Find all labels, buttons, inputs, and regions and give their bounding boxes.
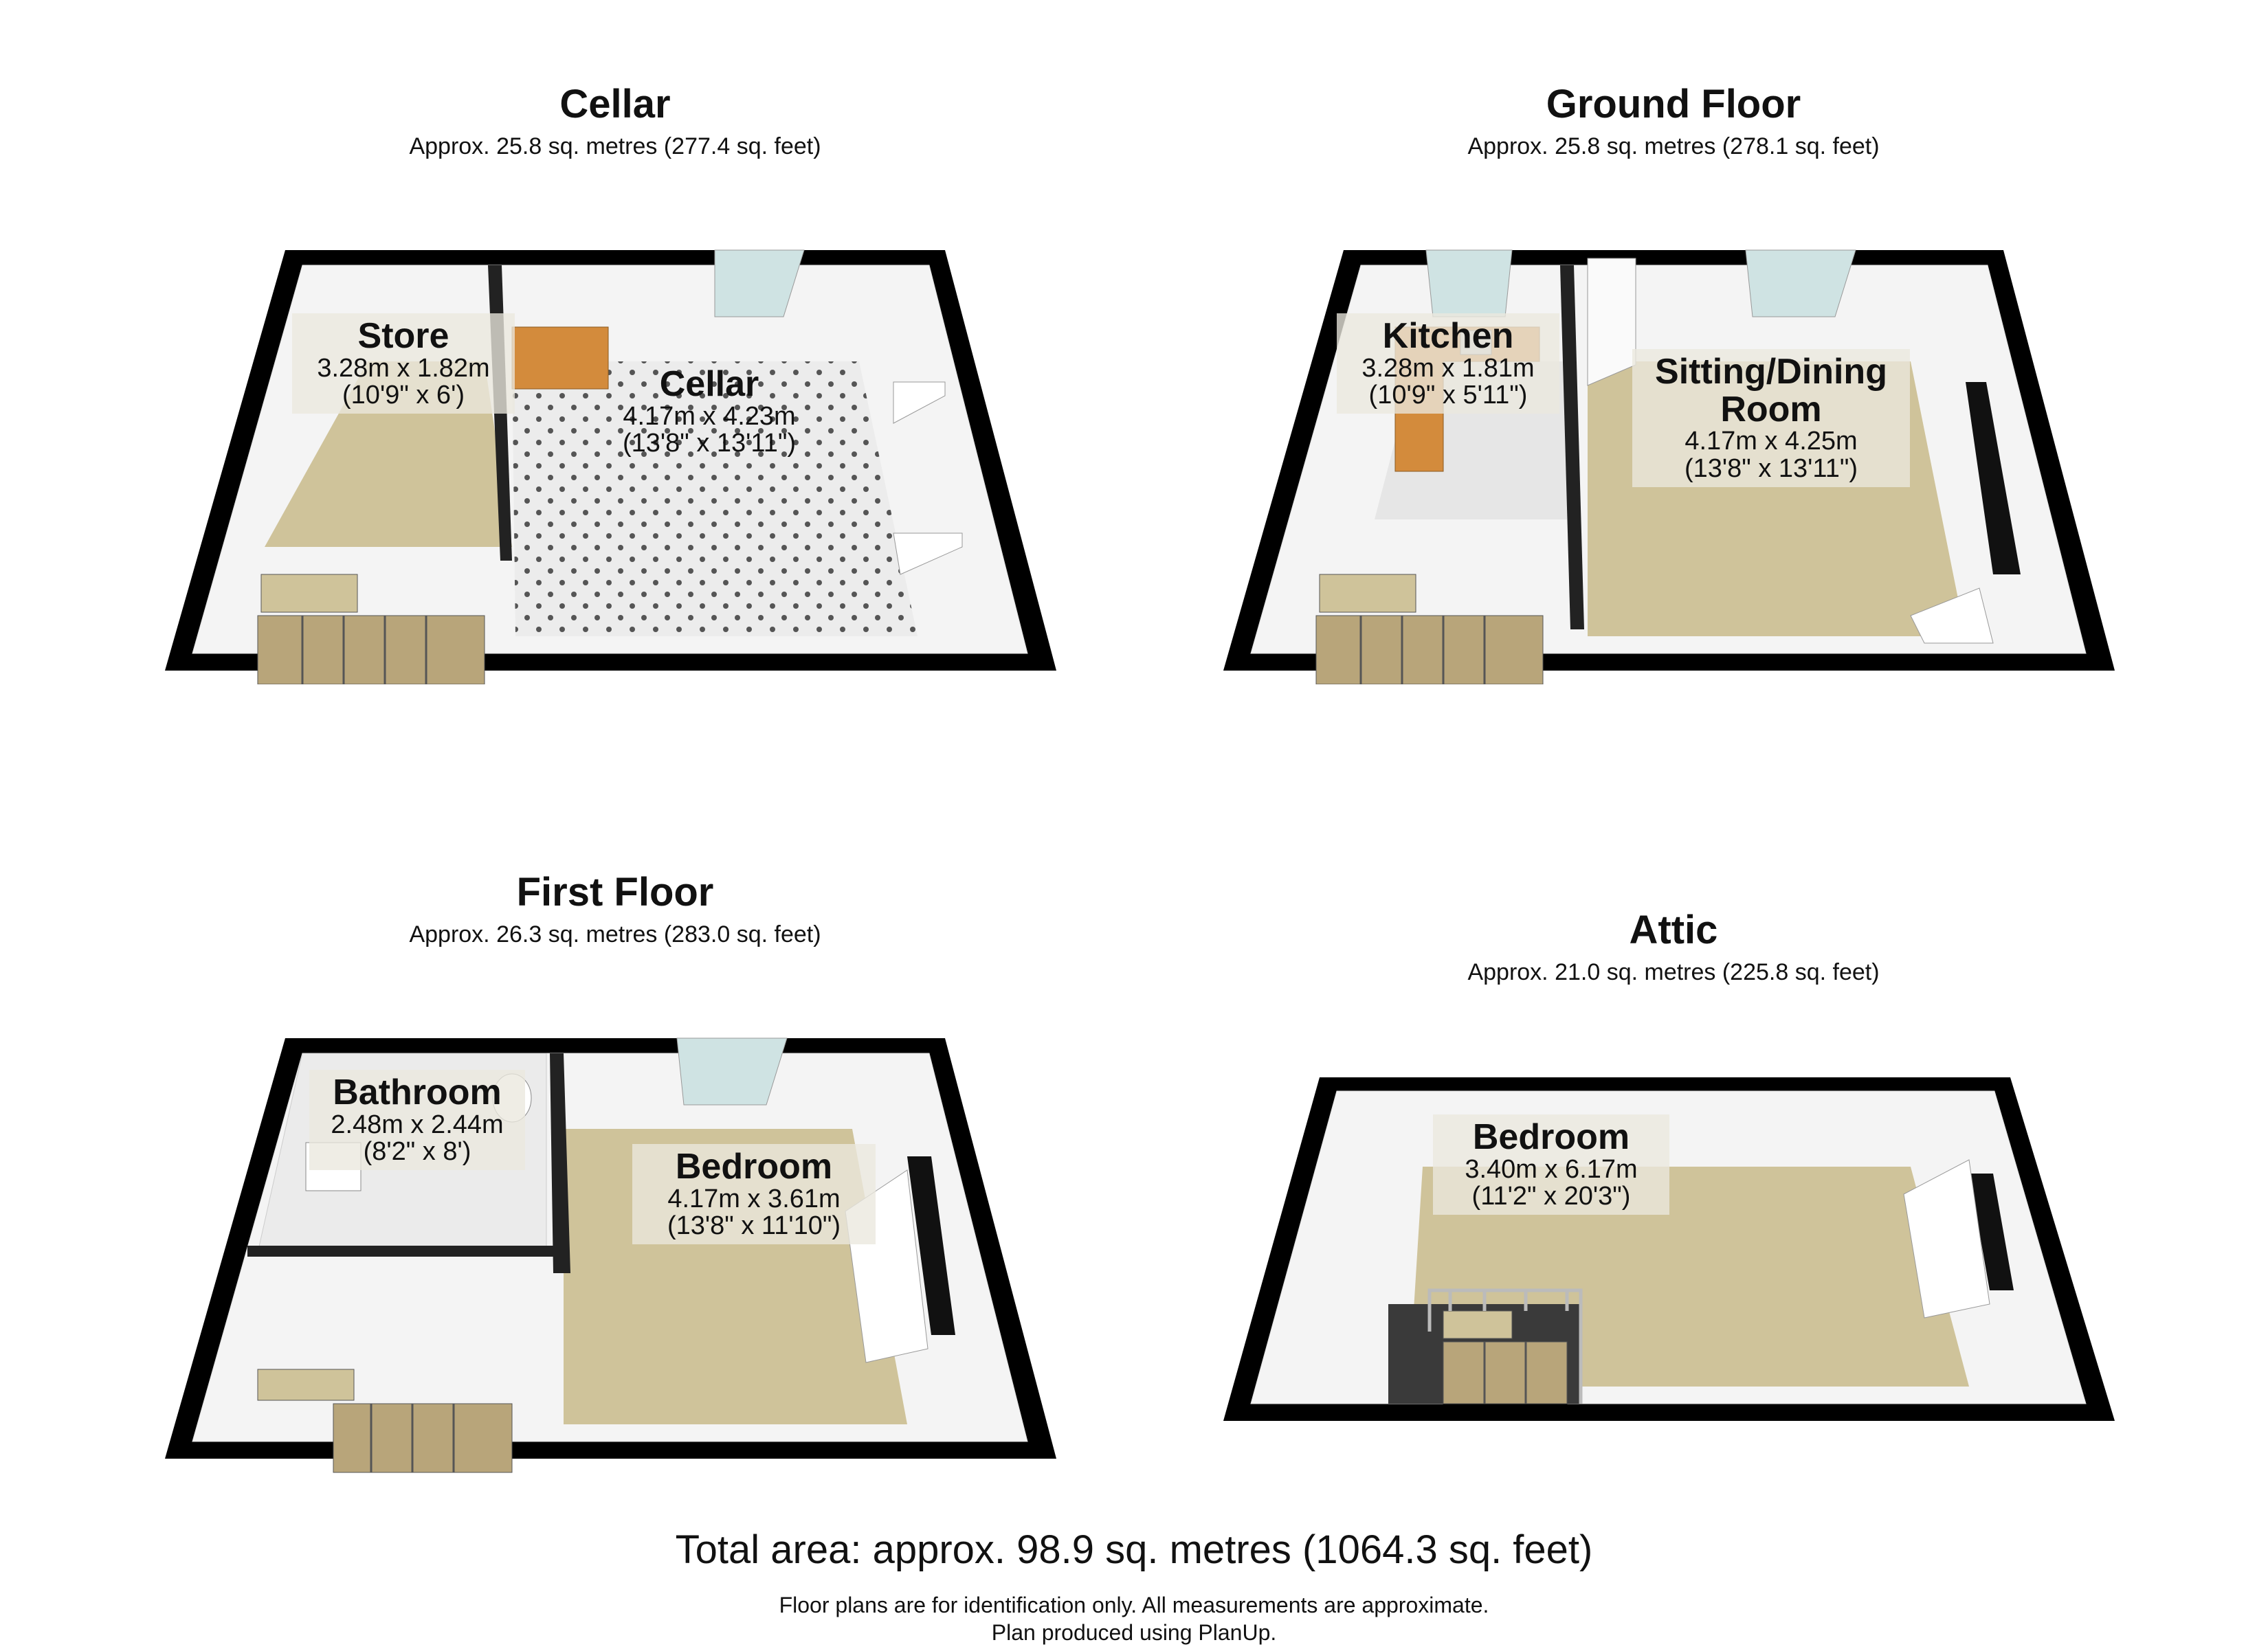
plan-area: Approx. 26.3 sq. metres (283.0 sq. feet)	[409, 921, 821, 947]
credit: Plan produced using PlanUp.	[991, 1620, 1277, 1645]
attic-floor-drawing	[1223, 1077, 2115, 1421]
room-label-store: Store 3.28m x 1.82m (10'9" x 6')	[292, 313, 515, 414]
plan-title: Cellar	[559, 82, 671, 126]
room-size-imperial: (13'8" x 13'11")	[622, 429, 797, 458]
room-name: Bedroom	[675, 1147, 833, 1187]
room-label-kitchen: Kitchen 3.28m x 1.81m (10'9" x 5'11")	[1337, 313, 1559, 414]
stairs	[257, 1369, 513, 1473]
chimney-breast	[1969, 1174, 2014, 1290]
attic-plan: Attic Approx. 21.0 sq. metres (225.8 sq.…	[1223, 907, 2124, 1470]
room-name: Bathroom	[333, 1073, 502, 1112]
plan-area: Approx. 25.8 sq. metres (278.1 sq. feet)	[1467, 133, 1880, 159]
room-name: Sitting/Dining	[1655, 352, 1887, 392]
room-size-imperial: (13'8" x 13'11")	[1684, 454, 1858, 484]
room-name: Store	[357, 316, 449, 356]
first-floor-drawing	[165, 1037, 1056, 1473]
room-size-metric: 3.28m x 1.81m	[1361, 353, 1535, 383]
window	[1425, 249, 1513, 317]
room-label-sitting-dining-room: Sitting/Dining Room 4.17m x 4.25m (13'8"…	[1632, 349, 1910, 487]
cellar-tile-floor	[512, 361, 918, 636]
partition-wall	[550, 1053, 570, 1273]
room-size-metric: 4.17m x 4.25m	[1685, 427, 1858, 456]
stairs	[257, 574, 485, 684]
plan-title: Ground Floor	[1546, 82, 1801, 126]
window	[714, 249, 805, 317]
partition-wall	[1560, 265, 1584, 629]
door	[1587, 258, 1636, 386]
cupboard	[1903, 1159, 1990, 1319]
stairs	[1315, 574, 1544, 684]
plan-title: First Floor	[516, 870, 714, 915]
room-name: Room	[1720, 389, 1822, 429]
room-label-bedroom: Bedroom 3.40m x 6.17m (11'2" x 20'3")	[1433, 1114, 1669, 1215]
window	[1745, 249, 1856, 317]
room-size-metric: 3.40m x 6.17m	[1465, 1154, 1638, 1184]
ground-floor-plan: Ground Floor Approx. 25.8 sq. metres (27…	[1223, 81, 2124, 684]
room-name: Bedroom	[1472, 1117, 1630, 1157]
room-name: Cellar	[659, 364, 759, 404]
room-size-imperial: (10'9" x 5'11")	[1368, 381, 1528, 410]
wall-recess	[893, 381, 946, 424]
room-size-imperial: (8'2" x 8')	[363, 1137, 471, 1167]
room-label-bathroom: Bathroom 2.48m x 2.44m (8'2" x 8')	[309, 1070, 525, 1171]
disclaimer: Floor plans are for identification only.…	[779, 1593, 1489, 1617]
room-label-cellar: Cellar 4.17m x 4.23m (13'8" x 13'11")	[588, 361, 831, 462]
room-size-metric: 3.28m x 1.82m	[317, 353, 490, 383]
total-area: Total area: approx. 98.9 sq. metres (106…	[675, 1527, 1593, 1572]
wall-recess	[893, 532, 963, 575]
cabinet	[511, 326, 609, 390]
first-floor-plan: First Floor Approx. 26.3 sq. metres (283…	[165, 869, 1065, 1474]
partition-wall	[247, 1246, 553, 1257]
room-size-imperial: (10'9" x 6')	[342, 381, 465, 410]
stairs	[1443, 1310, 1568, 1404]
room-size-metric: 4.17m x 3.61m	[667, 1184, 841, 1213]
balustrade	[1427, 1288, 1583, 1404]
plan-area: Approx. 25.8 sq. metres (277.4 sq. feet)	[409, 133, 821, 159]
cupboard	[1910, 587, 1994, 644]
chimney-breast	[1966, 382, 2021, 574]
plan-area: Approx. 21.0 sq. metres (225.8 sq. feet)	[1467, 959, 1880, 985]
room-label-bedroom: Bedroom 4.17m x 3.61m (13'8" x 11'10")	[632, 1144, 876, 1245]
room-size-imperial: (11'2" x 20'3")	[1471, 1182, 1631, 1211]
room-size-metric: 4.17m x 4.23m	[623, 401, 796, 431]
room-name: Kitchen	[1382, 316, 1514, 356]
plan-title: Attic	[1629, 908, 1718, 952]
room-size-metric: 2.48m x 2.44m	[331, 1110, 504, 1139]
room-size-imperial: (13'8" x 11'10")	[667, 1211, 841, 1241]
cellar-plan: Cellar Approx. 25.8 sq. metres (277.4 sq…	[165, 81, 1065, 684]
chimney-breast	[907, 1156, 955, 1335]
window	[676, 1037, 788, 1106]
